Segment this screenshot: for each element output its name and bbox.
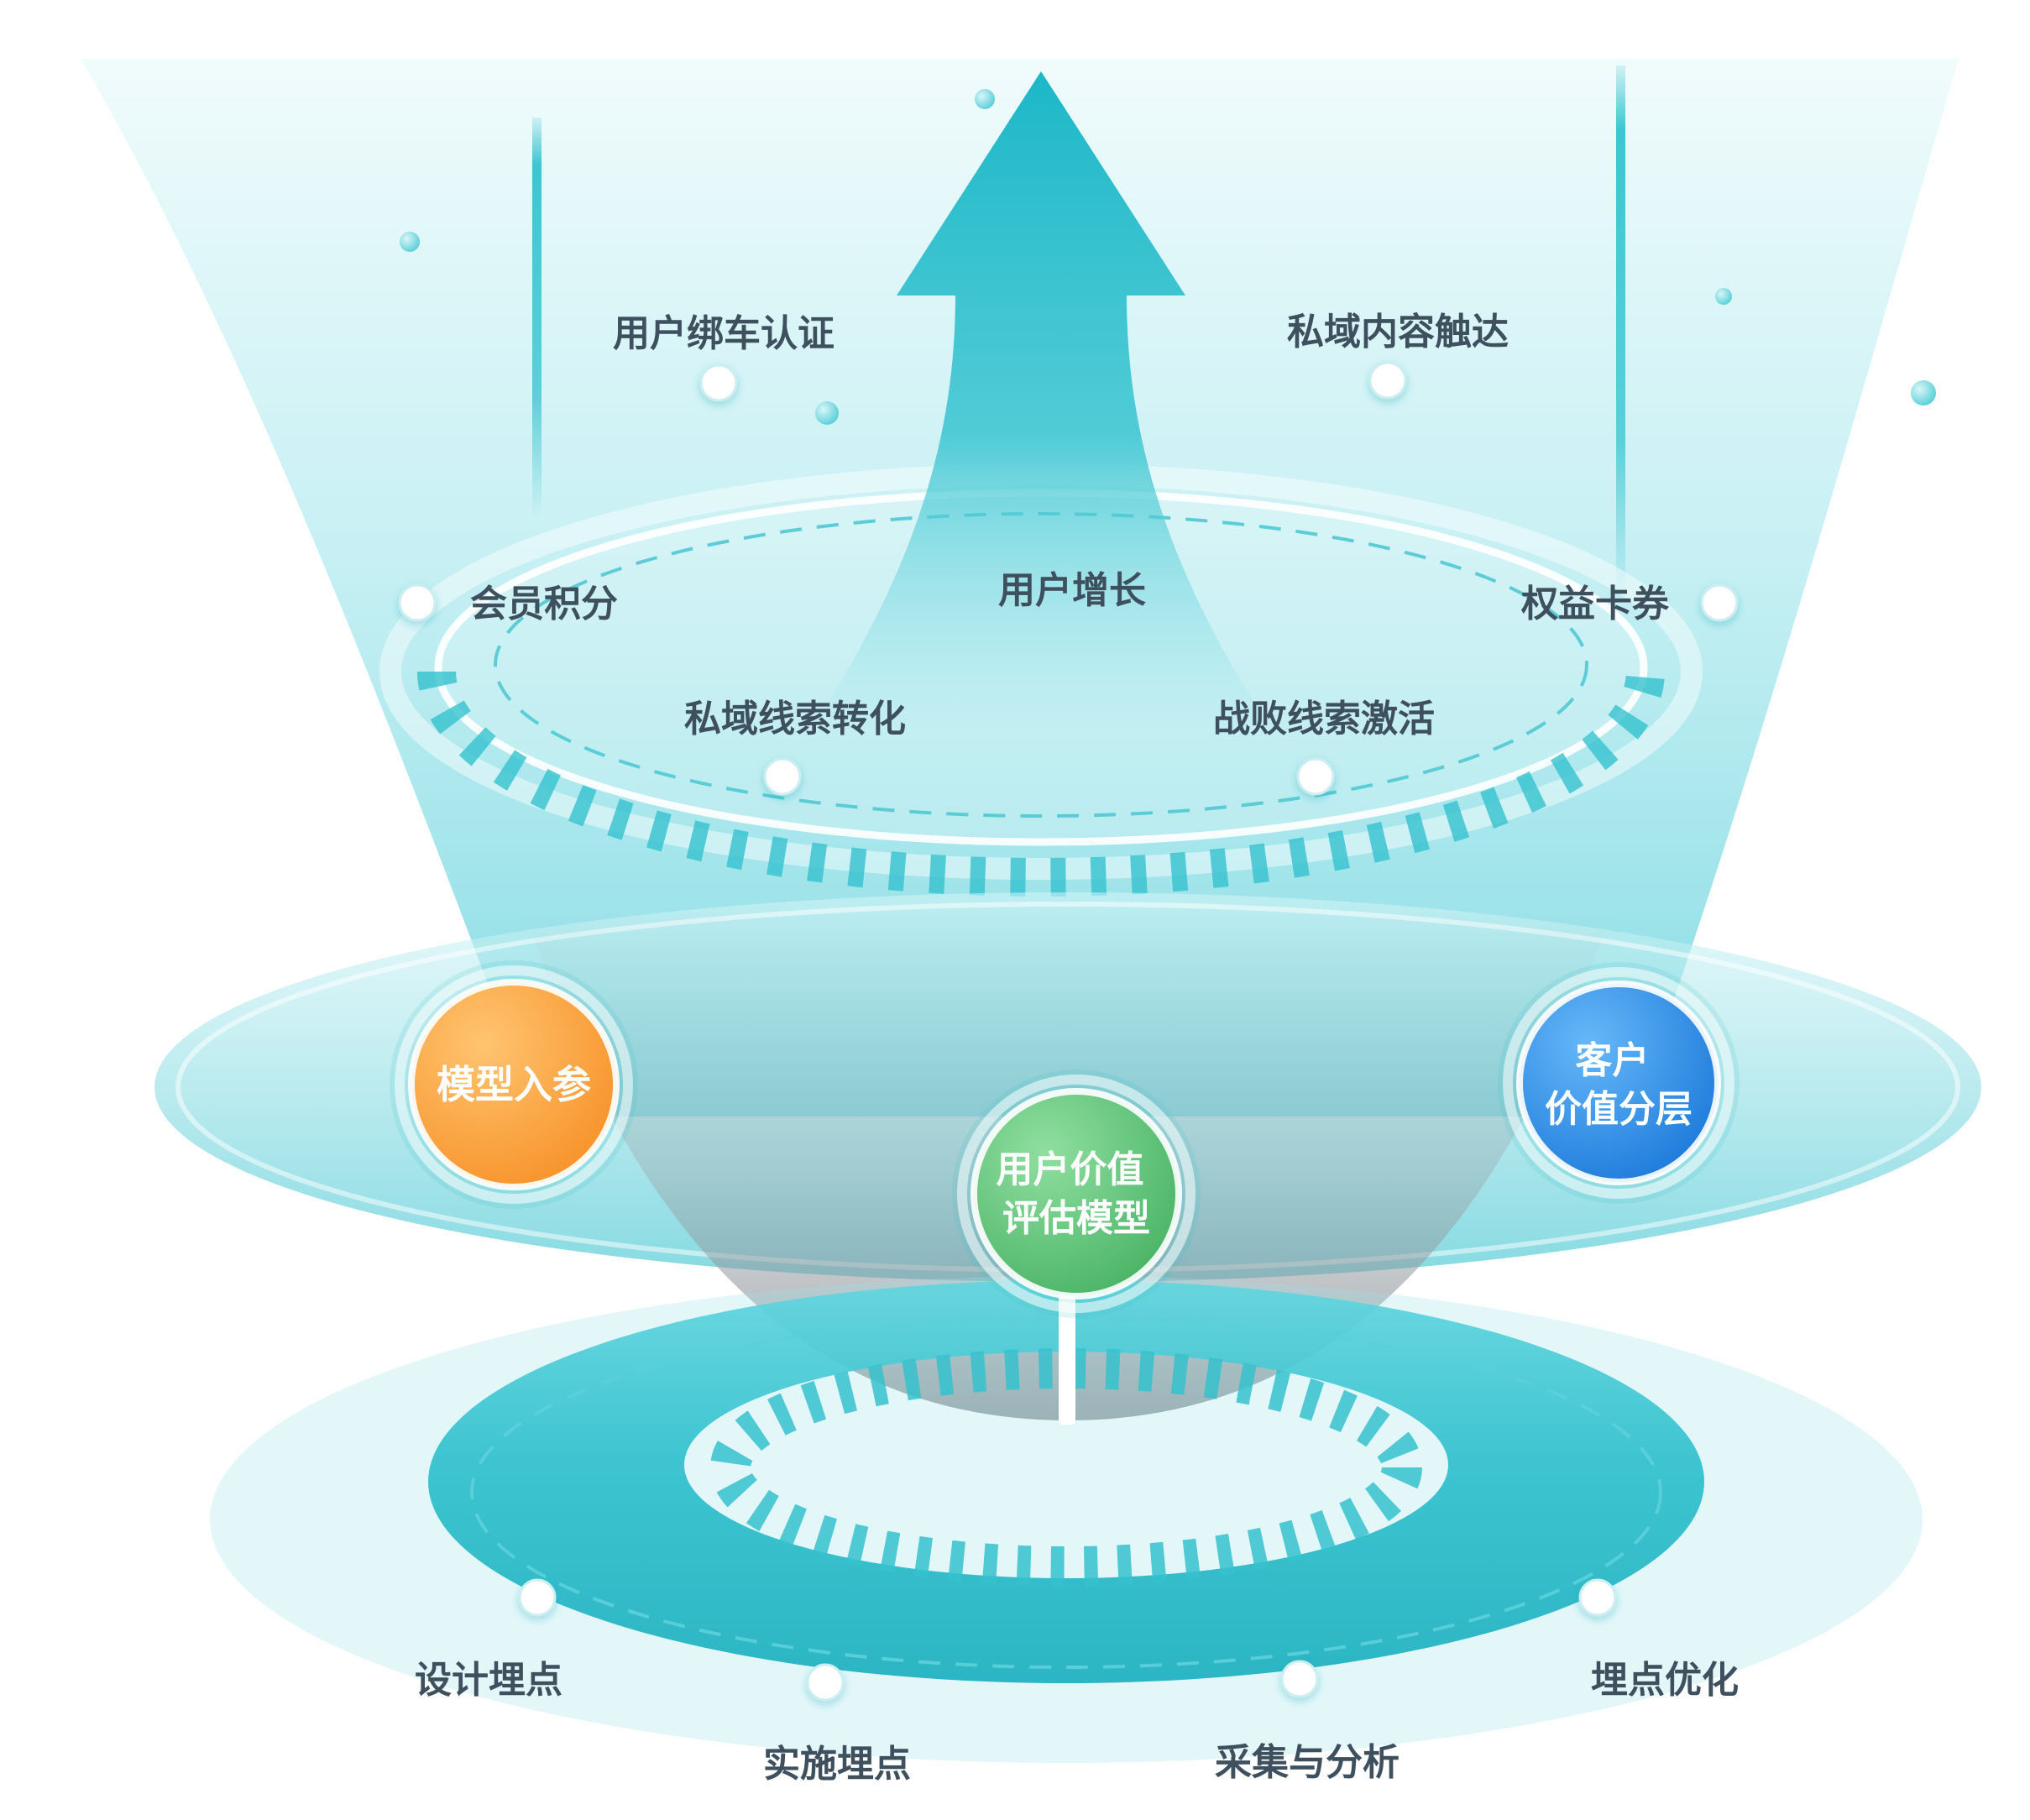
bubble-icon [975, 89, 995, 109]
label-user-growth: 用户增长 [998, 569, 1146, 612]
label-user-car-binding: 用户绑车认证 [613, 312, 834, 355]
bubble-icon [1911, 380, 1936, 405]
node-model-input-label: 模型入参 [437, 1062, 591, 1107]
node-customer-value-line1: 客户 [1575, 1039, 1649, 1082]
node-model-input: 模型入参 [390, 960, 638, 1209]
node-circle-green [971, 1088, 1182, 1300]
stage-labels: 用户绑车认证 私域内容触达 会员积分 用户增长 权益卡券 私域线索转化 战败线索… [415, 311, 1739, 1786]
marker-dot [699, 363, 738, 402]
marker-dot [398, 583, 437, 622]
marker-dot [518, 1578, 557, 1617]
marker-dot [1578, 1578, 1617, 1617]
label-private-content-reach: 私域内容触达 [1287, 311, 1509, 353]
node-circle-blue [1516, 981, 1721, 1185]
base-dashed-ring [470, 1316, 1662, 1669]
marker-dot [806, 1663, 845, 1702]
node-customer-value-label: 客户 价值分层 [1545, 1039, 1693, 1131]
bubble-icon [815, 401, 839, 425]
upper-tick-ring [417, 671, 1665, 897]
data-ring [428, 1280, 1704, 1683]
label-private-lead-conversion: 私域线索转化 [684, 698, 906, 740]
node-value-model-line1: 用户价值 [996, 1148, 1143, 1191]
node-customer-value: 客户 价值分层 [1498, 962, 1740, 1204]
bubble-icon [1715, 288, 1732, 305]
marker-dot [1280, 1660, 1319, 1698]
node-halo-ring [1503, 967, 1734, 1199]
label-tracking-optimization: 埋点优化 [1591, 1659, 1739, 1702]
node-halo-ring [395, 965, 633, 1204]
label-lost-lead-activation: 战败线索激活 [1213, 698, 1435, 740]
node-value-model: 用户价值 评估模型 [952, 1070, 1201, 1318]
node-customer-value-line2: 价值分层 [1545, 1088, 1693, 1131]
vertical-line-right [1616, 65, 1625, 603]
bubble-icon [400, 232, 420, 252]
node-value-model-label: 用户价值 评估模型 [996, 1148, 1156, 1240]
growth-arrow-icon [810, 71, 1272, 730]
label-design-tracking: 设计埋点 [415, 1659, 562, 1702]
marker-dots [398, 361, 1739, 1702]
node-circle-orange [408, 979, 620, 1190]
marker-dot [1700, 583, 1739, 622]
bubble-group [400, 89, 1936, 425]
marker-dot [1368, 361, 1407, 400]
base-tick-ring [710, 1348, 1422, 1587]
label-collect-analyze: 采集与分析 [1215, 1741, 1400, 1784]
marker-dot [1296, 757, 1335, 796]
label-benefit-cards: 权益卡券 [1520, 583, 1670, 625]
node-value-model-line2: 评估模型 [1002, 1197, 1150, 1240]
label-member-points: 会员积分 [470, 583, 618, 625]
vertical-line-left [532, 118, 542, 516]
label-implement-tracking: 实施埋点 [763, 1743, 911, 1786]
node-halo-ring [957, 1075, 1196, 1313]
marker-dot [763, 757, 802, 796]
